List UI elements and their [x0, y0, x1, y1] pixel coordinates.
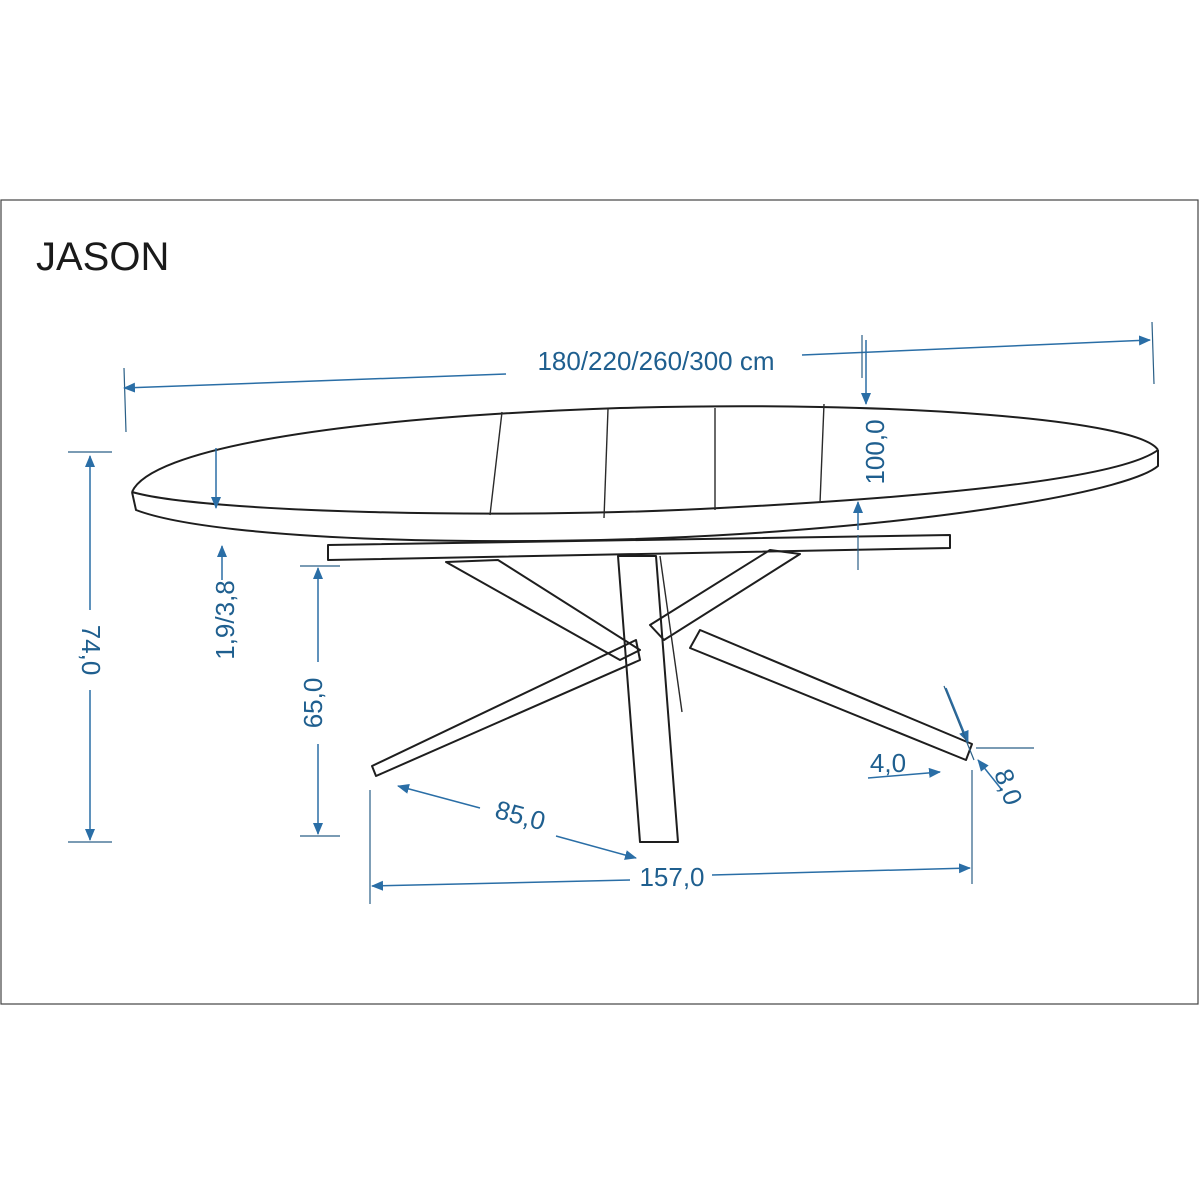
table-apron — [327, 534, 951, 561]
foot-depth-label: 8,0 — [988, 765, 1029, 809]
length-label: 180/220/260/300 cm — [537, 346, 774, 376]
height-label: 74,0 — [76, 625, 106, 676]
leg-length-label: 85,0 — [492, 794, 549, 836]
dimension-foot-depth: 8,0 — [976, 747, 1034, 809]
table-legs — [371, 549, 973, 843]
dimension-leg-height: 65,0 — [298, 565, 340, 837]
dimension-leg-length: 85,0 — [397, 784, 637, 860]
dimension-foot-width: 4,0 — [867, 685, 975, 779]
drawing-frame — [0, 199, 1199, 1005]
table-top — [131, 403, 1159, 543]
product-title: JASON — [36, 235, 169, 279]
dimension-top-thickness: 1,9/3,8 — [210, 448, 240, 660]
top-thickness-label: 1,9/3,8 — [210, 580, 240, 660]
foot-width-label: 4,0 — [870, 748, 906, 778]
dimension-base-span: 157,0 — [369, 770, 973, 904]
width-label: 100,0 — [860, 419, 890, 484]
base-span-label: 157,0 — [639, 862, 704, 892]
dimension-height: 74,0 — [68, 451, 112, 843]
leg-height-label: 65,0 — [298, 678, 328, 729]
dimension-length: 180/220/260/300 cm — [123, 321, 1155, 433]
dimension-width: 100,0 — [853, 335, 890, 570]
